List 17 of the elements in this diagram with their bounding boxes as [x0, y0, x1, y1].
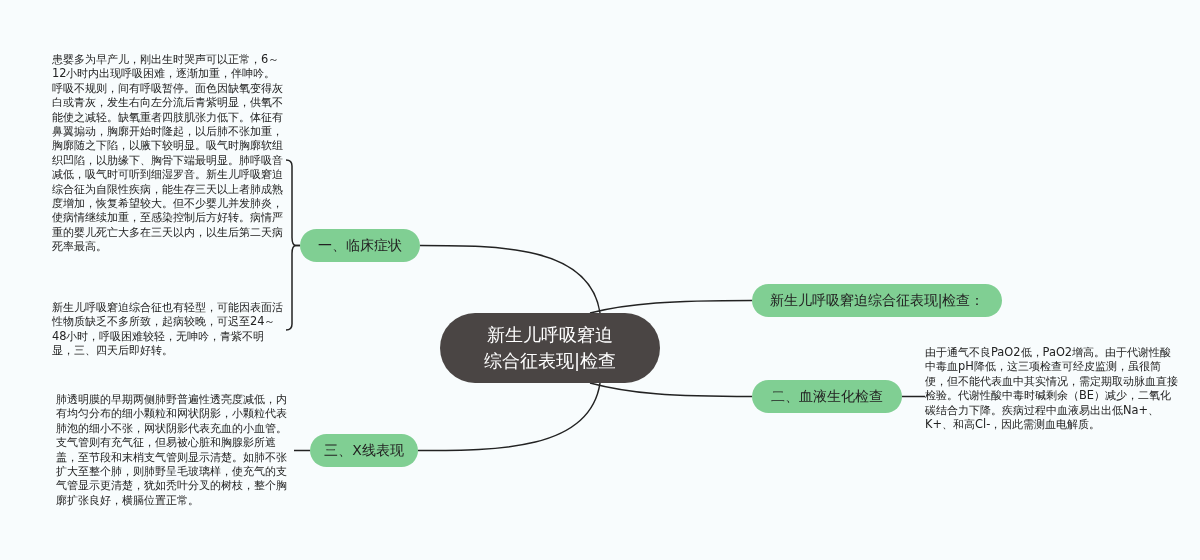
- connector-line: [417, 382, 601, 452]
- branch-topic: 二、血液生化检查: [752, 380, 902, 413]
- connector-line: [901, 395, 926, 398]
- connector-line: [285, 159, 301, 247]
- note-text: 肺透明膜的早期两侧肺野普遍性透亮度减低，内有均匀分布的细小颗粒和网状阴影，小颗粒代表肺泡的细小不张，网状阴影代表充血的小血管。支气管则有充气征，但易被心脏和胸腺影所遮盖，至节段和末梢支气管则显示清楚。如肺不张扩大至整个肺，则肺野呈毛玻璃样，使充气的支气管显示更清楚，犹如秃叶分叉的树枝，整个胸廓扩张良好，横膈位置正常。: [56, 392, 290, 510]
- branch-topic: 一、临床症状: [300, 229, 420, 262]
- note-text: 新生儿呼吸窘迫综合征也有轻型，可能因表面活性物质缺乏不多所致，起病较晚，可迟至24～48小时，呼吸困难较轻，无呻吟，青紫不明显，三、四天后即好转。: [52, 300, 286, 360]
- note-text: 由于通气不良PaO2低，PaO2增高。由于代谢性酸中毒血pH降低，这三项检查可经皮监测，虽很简便，但不能代表血中其实情况，需定期取动脉血直接检验。代谢性酸中毒时碱剩余（BE）减少，二氧化碳结合力下降。疾病过程中血液易出出低Na+、K+、和高Cl-，因此需测血电解质。: [925, 345, 1180, 449]
- connector-line: [293, 449, 311, 452]
- branch-topic: 新生儿呼吸窘迫综合征表现|检查：: [752, 284, 1002, 317]
- note-text: 患婴多为早产儿，刚出生时哭声可以正常，6～12小时内出现呼吸困难，逐渐加重，伴呻吟。呼吸不规则，间有呼吸暂停。面色因缺氧变得灰白或青灰，发生右向左分流后青紫明显，供氧不能使之减轻。缺氧重者四肢肌张力低下。体征有鼻翼搧动，胸廓开始时隆起，以后肺不张加重，胸廓随之下陷，以腋下较明显。吸气时胸廓软组织凹陷，以肋缘下、胸骨下端最明显。肺呼吸音减低，吸气时可听到细湿罗音。新生儿呼吸窘迫综合征为自限性疾病，能生存三天以上者肺成熟度增加，恢复希望较大。但不少婴儿并发肺炎，使病情继续加重，至感染控制后方好转。病情严重的婴儿死亡大多在三天以内，以生后第二天病死率最高。: [52, 52, 286, 270]
- connector-line: [589, 299, 753, 314]
- central-topic: 新生儿呼吸窘迫综合征表现|检查: [440, 313, 660, 383]
- connector-line: [419, 244, 601, 314]
- connector-line: [589, 382, 753, 398]
- branch-topic: 三、X线表现: [310, 434, 418, 467]
- connector-line: [285, 244, 301, 331]
